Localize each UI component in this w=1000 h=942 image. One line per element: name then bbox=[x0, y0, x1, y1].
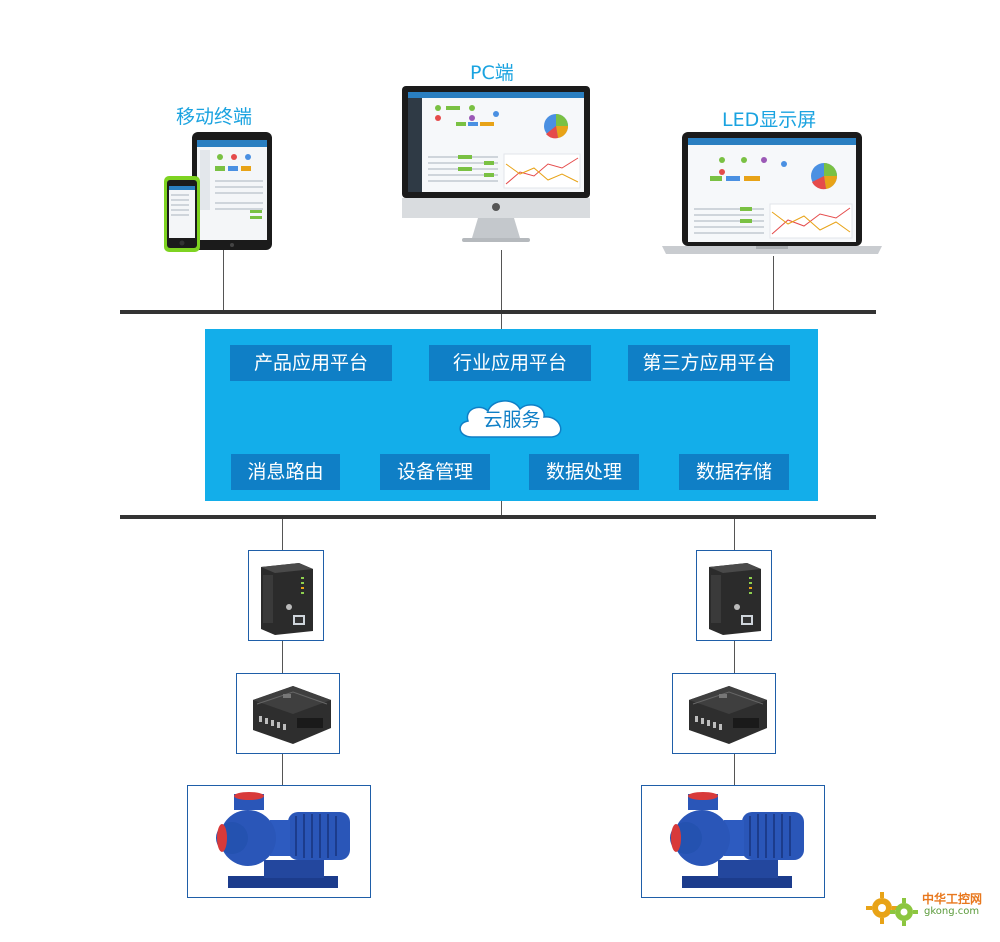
gateway-device-icon bbox=[709, 563, 761, 635]
water-pump-icon bbox=[216, 792, 350, 888]
water-pump-icon bbox=[670, 792, 804, 888]
message-routing-tile: 消息路由 bbox=[231, 454, 340, 490]
led-laptop-illustration bbox=[662, 132, 882, 254]
upper-network-bus bbox=[120, 310, 876, 314]
product-app-platform-tile: 产品应用平台 bbox=[230, 345, 392, 381]
gkong-watermark: 中华工控网 gkong.com bbox=[864, 886, 994, 932]
mobile-devices-illustration bbox=[164, 132, 272, 252]
device-management-tile: 设备管理 bbox=[380, 454, 490, 490]
right-bus-to-gateway-line bbox=[734, 519, 735, 550]
cloud-lower-connector-line bbox=[501, 501, 502, 516]
cloud-icon bbox=[459, 400, 562, 438]
right-plc-to-pump-line bbox=[734, 754, 735, 785]
lower-network-bus bbox=[120, 515, 876, 519]
pc-terminal-label: PC端 bbox=[470, 62, 514, 84]
left-plc-box bbox=[236, 673, 340, 754]
mobile-connector-line bbox=[223, 250, 224, 312]
mobile-terminal-label: 移动终端 bbox=[176, 106, 253, 128]
led-display-label: LED显示屏 bbox=[722, 109, 817, 131]
led-connector-line bbox=[773, 256, 774, 312]
left-gateway-box bbox=[248, 550, 324, 641]
industry-app-platform-tile: 行业应用平台 bbox=[429, 345, 591, 381]
plc-controller-icon bbox=[689, 686, 767, 744]
right-gateway-box bbox=[696, 550, 772, 641]
pc-monitor-illustration bbox=[402, 86, 590, 242]
watermark-en-text: gkong.com bbox=[924, 906, 980, 917]
pc-connector-line bbox=[501, 250, 502, 330]
cloud-service-badge: 云服务 bbox=[452, 397, 572, 443]
data-storage-tile: 数据存储 bbox=[679, 454, 789, 490]
left-plc-to-pump-line bbox=[282, 754, 283, 785]
gateway-device-icon bbox=[261, 563, 313, 635]
plc-controller-icon bbox=[253, 686, 331, 744]
data-processing-tile: 数据处理 bbox=[529, 454, 639, 490]
gear-icon bbox=[866, 892, 918, 926]
left-gateway-to-plc-line bbox=[282, 641, 283, 673]
third-party-app-platform-tile: 第三方应用平台 bbox=[628, 345, 790, 381]
left-pump-box bbox=[187, 785, 371, 898]
right-pump-box bbox=[641, 785, 825, 898]
right-gateway-to-plc-line bbox=[734, 641, 735, 673]
cloud-service-label: 云服务 bbox=[483, 409, 541, 431]
left-bus-to-gateway-line bbox=[282, 519, 283, 550]
right-plc-box bbox=[672, 673, 776, 754]
watermark-cn-text: 中华工控网 bbox=[922, 892, 983, 906]
